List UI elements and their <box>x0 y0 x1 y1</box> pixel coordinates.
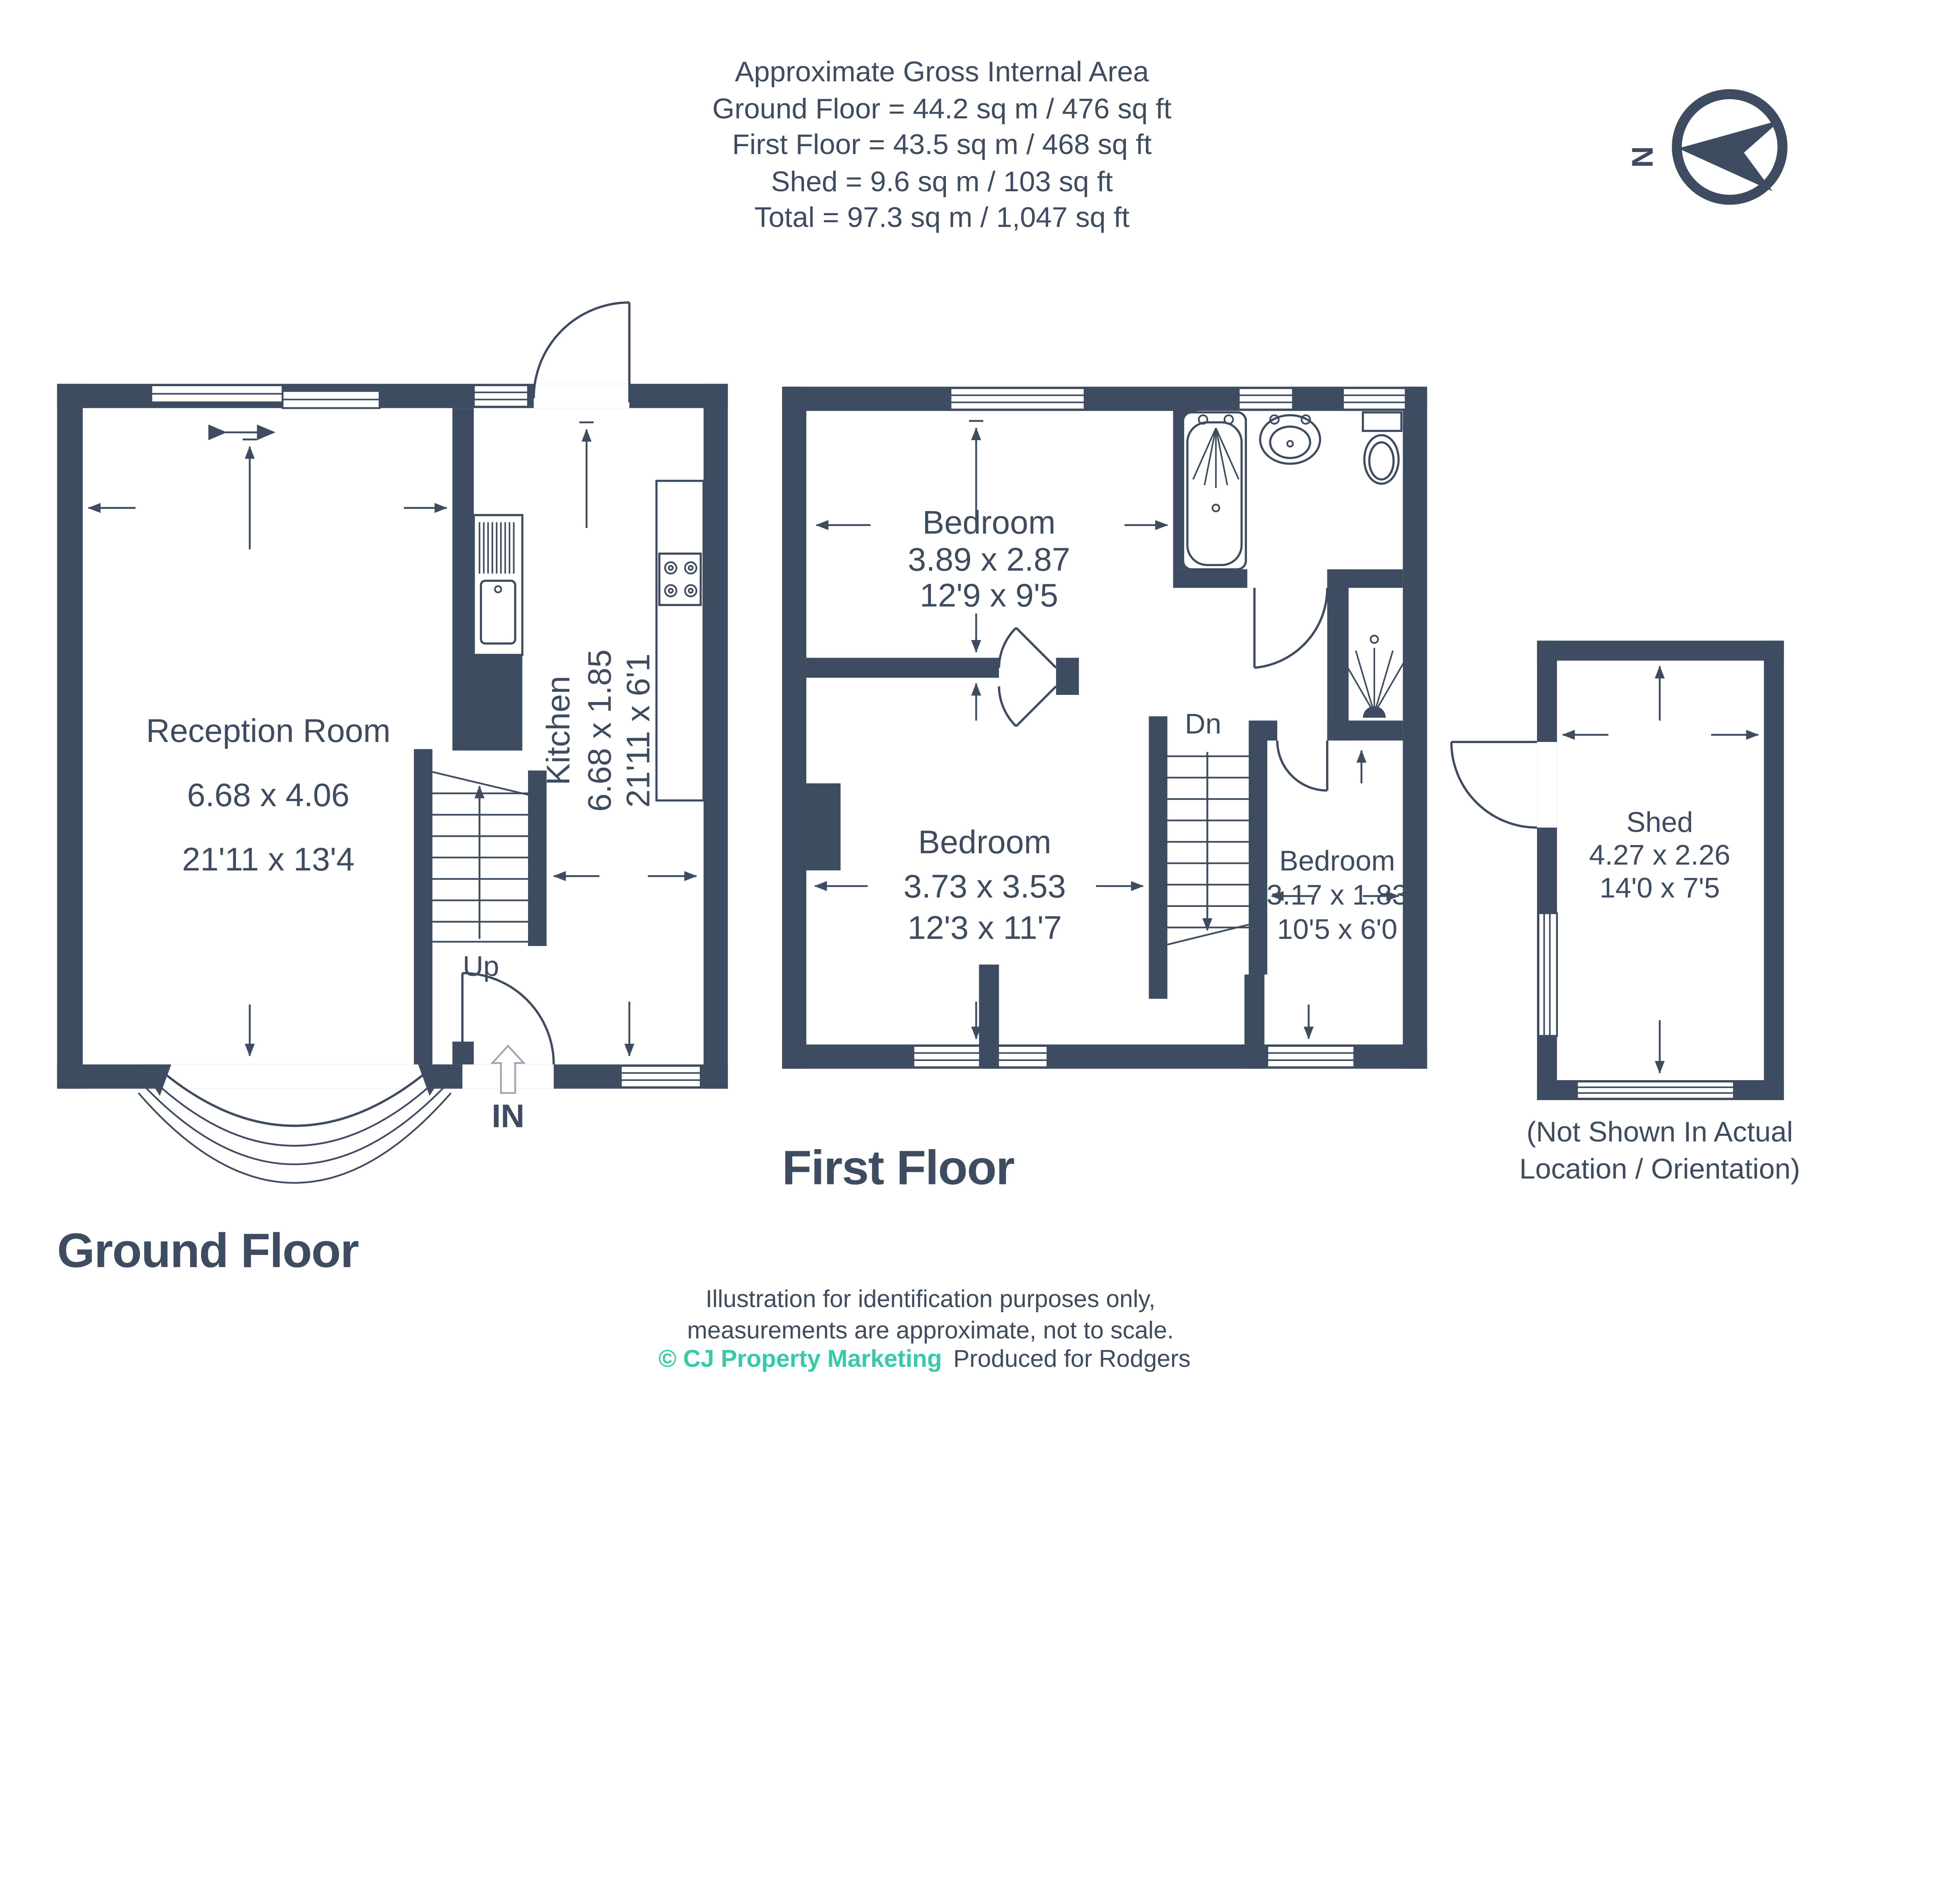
bedroom2-name: Bedroom <box>918 823 1051 860</box>
header-title: Approximate Gross Internal Area <box>735 56 1149 88</box>
bathroom-sink <box>1259 414 1321 465</box>
shed-wall-right <box>1764 640 1784 1100</box>
gf-front-door <box>452 972 555 1089</box>
shed-door <box>1450 741 1557 829</box>
bedroom3-name: Bedroom <box>1279 845 1395 877</box>
ff-wall-right <box>1403 386 1427 1069</box>
water-heater-icon <box>1342 635 1406 718</box>
kitchen-name: Kitchen <box>540 676 577 785</box>
shed-note: (Not Shown In Actual Location / Orientat… <box>1519 1116 1800 1185</box>
ff-wall-cupboard-left <box>1327 569 1349 741</box>
kitchen-imperial: 21'11 x 6'1 <box>619 653 656 808</box>
kitchen-metric: 6.68 x 1.85 <box>581 649 618 812</box>
kitchen-sink <box>472 514 524 656</box>
shed-wall-top <box>1537 640 1784 661</box>
ff-wall-bath-bottom <box>1173 569 1247 588</box>
kitchen-label: Kitchen 6.68 x 1.85 21'11 x 6'1 <box>540 649 657 812</box>
ff-wall-cupboard-bottom <box>1327 720 1403 741</box>
ff-chimney-breast <box>806 783 841 870</box>
gf-back-door <box>532 301 631 408</box>
shed-plan: Shed 4.27 x 2.26 14'0 x 7'5 (Not Shown I… <box>1450 640 1800 1185</box>
header-line-shed: Shed = 9.6 sq m / 103 sq ft <box>771 166 1113 198</box>
ff-wall-stair-right <box>1249 730 1267 975</box>
gf-wall-block <box>452 655 523 751</box>
bathtub <box>1182 411 1247 571</box>
ground-floor-title: Ground Floor <box>57 1224 359 1278</box>
shed-note-line1: (Not Shown In Actual <box>1526 1116 1793 1148</box>
floorplan-canvas: Approximate Gross Internal Area Ground F… <box>57 56 1800 1372</box>
ff-doors <box>998 588 1328 792</box>
bedroom3-imperial: 10'5 x 6'0 <box>1277 914 1397 945</box>
first-floor-plan: Dn B <box>782 386 1427 1195</box>
gf-stairs <box>432 771 528 943</box>
shed-window-left <box>1537 912 1558 1037</box>
ff-wall-top <box>782 386 1427 411</box>
footer-line2: measurements are approximate, not to sca… <box>687 1317 1174 1344</box>
entrance-label: IN <box>492 1097 524 1134</box>
first-floor-title: First Floor <box>782 1141 1014 1195</box>
reception-metric: 6.68 x 4.06 <box>187 776 349 813</box>
ff-stairs-label: Dn <box>1185 708 1221 740</box>
gf-wall-right <box>703 384 728 1089</box>
bedroom1-metric: 3.89 x 2.87 <box>908 541 1070 578</box>
gf-bay-window <box>138 1064 452 1184</box>
bedroom3-metric: 3.17 x 1.83 <box>1267 879 1408 911</box>
gf-wall-stair-right <box>528 770 547 946</box>
shed-label: Shed 4.27 x 2.26 14'0 x 7'5 <box>1589 806 1730 903</box>
ff-stairs <box>1167 752 1249 946</box>
kitchen-hob <box>655 480 705 802</box>
header-line-total: Total = 97.3 sq m / 1,047 sq ft <box>754 201 1129 233</box>
compass-north-label: N <box>1626 146 1659 168</box>
ff-wall-bottom-stub <box>979 965 999 1069</box>
reception-name: Reception Room <box>146 712 391 749</box>
bedroom2-label: Bedroom 3.73 x 3.53 12'3 x 11'7 <box>904 823 1066 946</box>
footer-line1: Illustration for identification purposes… <box>706 1286 1156 1313</box>
ff-wall-bed1-divider <box>806 658 999 678</box>
ff-wall-left <box>782 386 806 1069</box>
ff-dimension-arrows <box>814 420 1399 1040</box>
shed-dimension-arrows <box>1562 665 1759 1074</box>
bedroom1-imperial: 12'9 x 9'5 <box>920 577 1058 613</box>
gf-wall-kitchen-divider <box>452 408 474 655</box>
reception-imperial: 21'11 x 13'4 <box>182 841 354 878</box>
entrance-arrow-icon <box>490 1044 526 1094</box>
header-line-ground: Ground Floor = 44.2 sq m / 476 sq ft <box>712 93 1171 125</box>
footer-disclaimer: Illustration for identification purposes… <box>659 1286 1191 1372</box>
ff-windows-top <box>949 387 1407 411</box>
footer-credit: © CJ Property Marketing <box>659 1345 942 1372</box>
shed-metric: 4.27 x 2.26 <box>1589 839 1730 871</box>
bedroom1-name: Bedroom <box>922 504 1056 541</box>
header-area-summary: Approximate Gross Internal Area Ground F… <box>712 56 1171 233</box>
shed-imperial: 14'0 x 7'5 <box>1599 872 1720 904</box>
ff-wall-bed3-left <box>1244 974 1265 1069</box>
header-line-first: First Floor = 43.5 sq m / 468 sq ft <box>732 129 1152 160</box>
shed-name: Shed <box>1626 806 1693 838</box>
gf-kitchen-window-top <box>473 384 529 408</box>
bedroom3-label: Bedroom 3.17 x 1.83 10'5 x 6'0 <box>1267 845 1408 945</box>
ff-wall-stair-left <box>1149 716 1168 999</box>
gf-dimension-arrows <box>87 421 697 1057</box>
bedroom2-metric: 3.73 x 3.53 <box>904 868 1066 905</box>
bedroom2-imperial: 12'3 x 11'7 <box>907 909 1062 946</box>
gf-reception-window <box>150 384 381 409</box>
shed-note-line2: Location / Orientation) <box>1519 1153 1800 1185</box>
ff-wall-stub <box>1056 658 1079 695</box>
shed-window-bottom <box>1576 1081 1735 1100</box>
reception-room-label: Reception Room 6.68 x 4.06 21'11 x 13'4 <box>146 712 391 878</box>
gf-wall-stair-left <box>414 749 433 1064</box>
gf-wall-left <box>57 384 83 1089</box>
toilet <box>1362 411 1403 485</box>
bedroom1-label: Bedroom 3.89 x 2.87 12'9 x 9'5 <box>908 504 1070 614</box>
ground-floor-plan: Up IN Reception Room 6.68 x 4.06 21'11 x… <box>57 301 728 1278</box>
footer-produced: Produced for Rodgers <box>953 1345 1191 1372</box>
gf-kitchen-window-bottom <box>620 1065 702 1088</box>
gf-stairs-label: Up <box>463 950 499 982</box>
compass-icon: N <box>1626 89 1788 205</box>
